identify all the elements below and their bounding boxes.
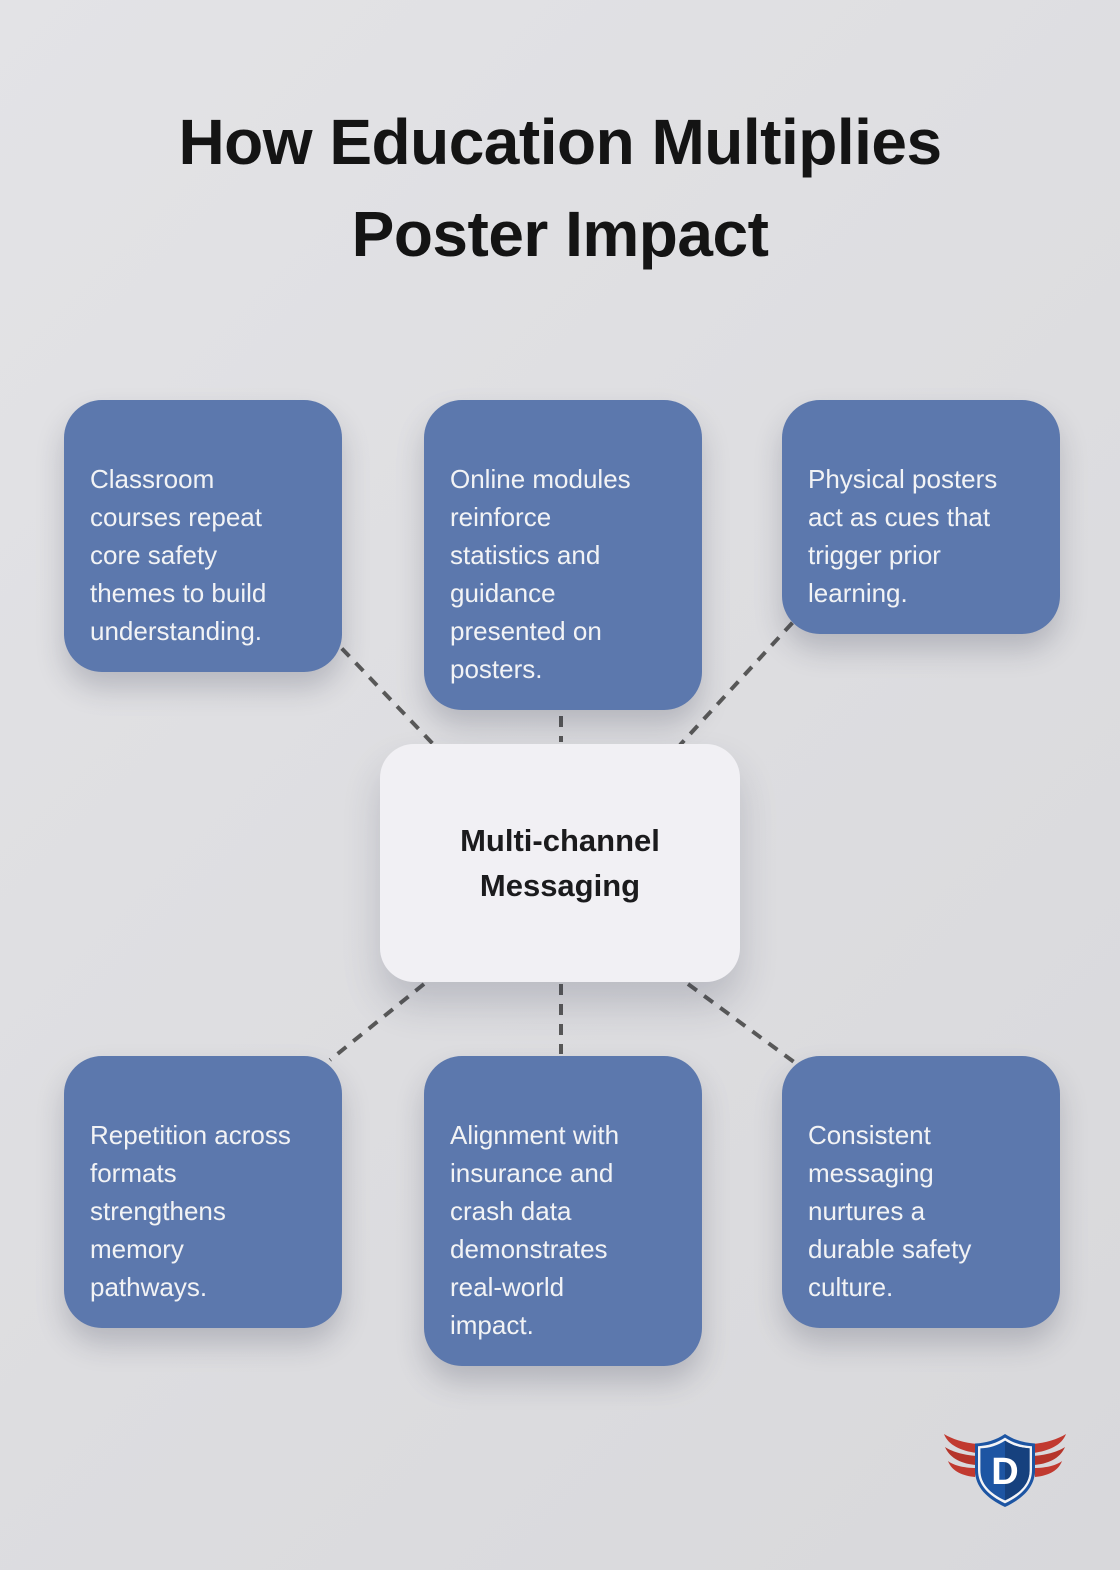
node-top-left-text: Classroom courses repeat core safety the… xyxy=(90,464,267,646)
center-node-label: Multi-channel Messaging xyxy=(460,823,660,903)
center-node: Multi-channel Messaging xyxy=(380,744,740,982)
page-title: How Education Multiplies Poster Impact xyxy=(178,106,942,270)
logo-shield-icon: D xyxy=(975,1434,1035,1507)
connector-bottom-right xyxy=(686,982,796,1064)
winged-shield-logo-icon: D xyxy=(944,1434,1066,1507)
logo-right-wing-icon xyxy=(1032,1434,1066,1477)
node-bottom-left-text: Repetition across formats strengthens me… xyxy=(90,1120,291,1302)
node-bottom-right-text: Consistent messaging nurtures a durable … xyxy=(808,1120,972,1302)
logo-letter: D xyxy=(991,1451,1018,1493)
node-bottom-right: Consistent messaging nurtures a durable … xyxy=(782,1056,1060,1328)
node-top-middle-text: Online modules reinforce statistics and … xyxy=(450,464,631,684)
node-bottom-left: Repetition across formats strengthens me… xyxy=(64,1056,342,1328)
connector-top-left xyxy=(326,632,436,747)
logo-left-wing-icon xyxy=(944,1434,978,1477)
node-top-middle: Online modules reinforce statistics and … xyxy=(424,400,702,710)
connector-bottom-left xyxy=(328,982,426,1062)
node-top-right-text: Physical posters act as cues that trigge… xyxy=(808,464,998,608)
node-bottom-middle-text: Alignment with insurance and crash data … xyxy=(450,1120,620,1340)
node-bottom-middle: Alignment with insurance and crash data … xyxy=(424,1056,702,1366)
node-top-right: Physical posters act as cues that trigge… xyxy=(782,400,1060,634)
node-top-left: Classroom courses repeat core safety the… xyxy=(64,400,342,672)
